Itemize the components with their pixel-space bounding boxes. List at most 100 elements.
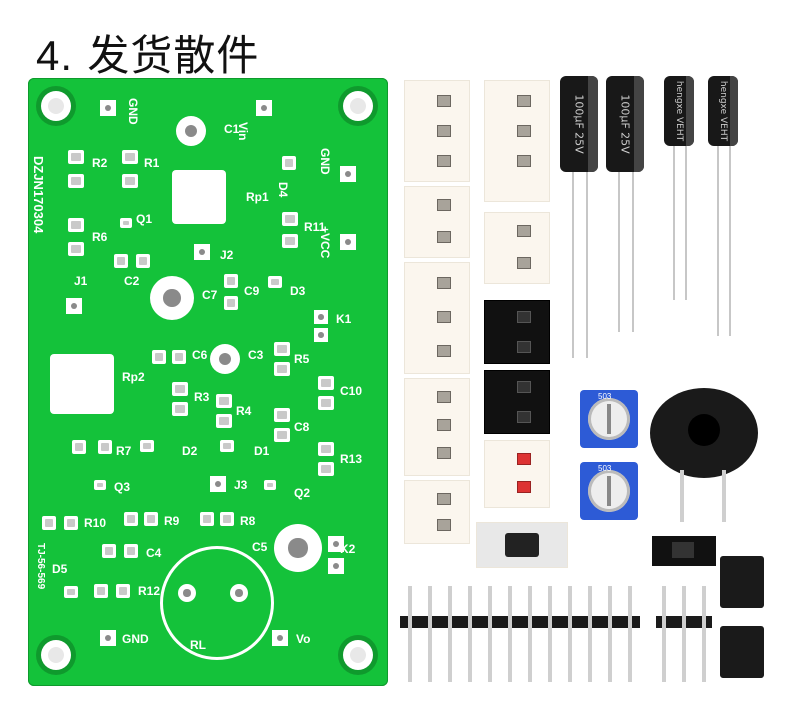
label-c8: C8 [294, 420, 310, 434]
title-text: 发货散件 [87, 31, 260, 80]
header-pin [448, 586, 452, 682]
header-pin [588, 586, 592, 682]
potentiometer: 503 [580, 462, 638, 520]
label-q3: Q3 [114, 480, 131, 494]
jumper-cap [720, 626, 764, 678]
label-j1: J1 [74, 274, 88, 288]
header-pin [528, 586, 532, 682]
label-r3: R3 [194, 390, 210, 404]
capacitor-label: hengxe VEHT [718, 80, 728, 142]
pad-j2 [194, 244, 210, 260]
pad-gnd-bot [100, 630, 116, 646]
pin-header-long [400, 586, 640, 686]
header-pin [628, 586, 632, 682]
label-k1: K1 [336, 312, 352, 326]
page-title: 4. 发货散件 [36, 22, 259, 83]
label-rp1: Rp1 [246, 190, 269, 204]
header-pin [468, 586, 472, 682]
pin-header-short [656, 586, 712, 686]
label-gnd-mid: GND [318, 148, 332, 175]
label-c1: C1 [224, 122, 240, 136]
label-r5: R5 [294, 352, 310, 366]
pad-j3 [210, 476, 226, 492]
pad-k1 [314, 310, 328, 324]
label-c6: C6 [192, 348, 208, 362]
pot-label: 503 [598, 392, 612, 401]
label-gnd-top: GND [126, 98, 140, 125]
c1-footprint [176, 116, 206, 146]
pad-gnd-mid [340, 166, 356, 182]
pad-vin [256, 100, 272, 116]
capacitor-100uf: 100μF 25V [606, 76, 644, 172]
label-j3: J3 [234, 478, 248, 492]
label-c3: C3 [248, 348, 264, 362]
mount-hole [343, 640, 373, 670]
pad-vcc [340, 234, 356, 250]
smd-tape [404, 480, 470, 544]
label-r8: R8 [240, 514, 256, 528]
mount-hole [41, 91, 71, 121]
label-r9: R9 [164, 514, 180, 528]
label-r12: R12 [138, 584, 161, 598]
header-pin [568, 586, 572, 682]
label-vo: Vo [296, 632, 311, 646]
smd-tape [484, 80, 550, 202]
pad-k2 [328, 558, 344, 574]
title-number: 4. [36, 32, 74, 79]
header-pin [408, 586, 412, 682]
capacitor-small: hengxe VEHT [708, 76, 738, 146]
label-c4: C4 [146, 546, 162, 560]
potentiometer: 503 [580, 390, 638, 448]
rp1-footprint [172, 170, 226, 224]
header-pin [608, 586, 612, 682]
header-pin [548, 586, 552, 682]
label-r7: R7 [116, 444, 132, 458]
label-q2: Q2 [294, 486, 311, 500]
smd-tape [404, 186, 470, 258]
label-q1: Q1 [136, 212, 153, 226]
rl-footprint [160, 546, 274, 660]
switch-tape [476, 522, 568, 568]
capacitor-100uf: 100μF 25V [560, 76, 598, 172]
label-r2: R2 [92, 156, 108, 170]
label-r10: R10 [84, 516, 107, 530]
c5-footprint [274, 524, 322, 572]
mount-hole [41, 640, 71, 670]
label-r1: R1 [144, 156, 160, 170]
capacitor-label: hengxe VEHT [674, 80, 684, 142]
smd-tape [484, 212, 550, 284]
label-d1: D1 [254, 444, 270, 458]
pad-gnd-top [100, 100, 116, 116]
pot-label: 503 [598, 464, 612, 473]
label-rl: RL [190, 638, 206, 652]
label-c2: C2 [124, 274, 140, 288]
header-pin [702, 586, 706, 682]
header-pin [682, 586, 686, 682]
label-r4: R4 [236, 404, 252, 418]
label-d3: D3 [290, 284, 306, 298]
c7-footprint [150, 276, 194, 320]
label-d4: D4 [276, 182, 290, 198]
label-r11: R11 [304, 220, 326, 234]
header-pin [508, 586, 512, 682]
label-r13: R13 [340, 452, 363, 466]
label-rp2: Rp2 [122, 370, 145, 384]
label-c7: C7 [202, 288, 218, 302]
capacitor-label: 100μF 25V [618, 94, 632, 154]
capacitor-small: hengxe VEHT [664, 76, 694, 146]
rp2-footprint [50, 354, 114, 414]
smd-tape [404, 262, 470, 374]
pad-k1 [314, 328, 328, 342]
label-j2: J2 [220, 248, 234, 262]
transistor-tape [484, 370, 550, 434]
pad-vo [272, 630, 288, 646]
header-pin [662, 586, 666, 682]
c3-footprint [210, 344, 240, 374]
label-d5: D5 [52, 562, 68, 576]
label-gnd-bot: GND [122, 632, 149, 646]
pad-k2 [328, 536, 344, 552]
mount-hole [343, 91, 373, 121]
header-pin [428, 586, 432, 682]
jumper-cap [720, 556, 764, 608]
label-c5: C5 [252, 540, 268, 554]
